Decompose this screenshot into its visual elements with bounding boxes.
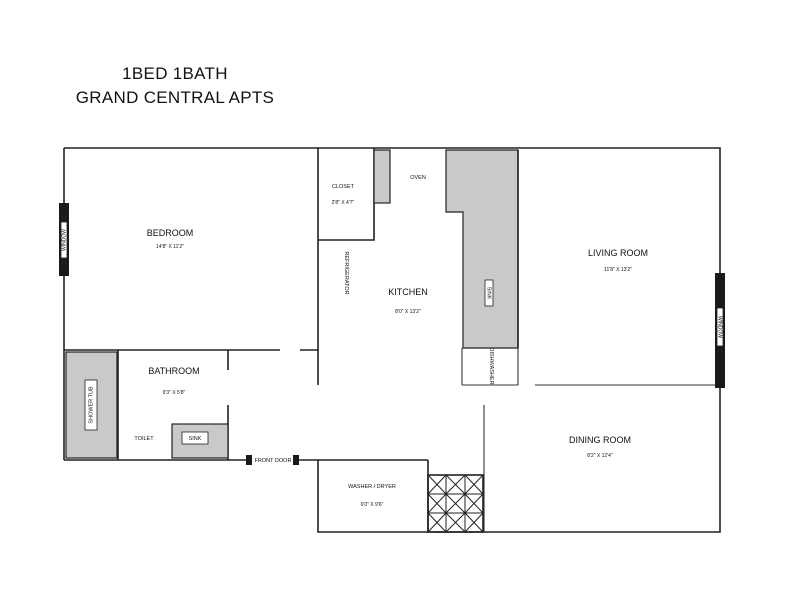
kitchen-sink-label-box [484, 279, 494, 307]
title-line-1: 1BED 1BATH [122, 64, 228, 83]
oven-label: OVEN [410, 175, 426, 181]
front-door-post-left [246, 455, 252, 465]
front-door-label: FRONT DOOR [255, 458, 292, 464]
washer-dryer-dim: 6'0" X 9'6" [361, 502, 384, 508]
living-room-label: LIVING ROOM [588, 248, 648, 258]
bath-sink-label-box [181, 431, 209, 445]
closet-wall [318, 148, 375, 241]
bedroom-dim: 14'8" X 11'2" [156, 244, 184, 250]
closet-dim: 2'8" X 4'7" [332, 200, 355, 206]
closet-shelf [373, 149, 391, 204]
bath-sink-label: SINK [189, 436, 202, 442]
title-line-2: GRAND CENTRAL APTS [75, 88, 275, 107]
kitchen-sink-label: SINK [486, 287, 492, 300]
bedroom-label: BEDROOM [147, 228, 194, 238]
outer-wall-top [64, 147, 721, 533]
dishwasher-label: DISHWASHER [488, 347, 494, 384]
kitchen-label: KITCHEN [388, 287, 428, 297]
toilet-label: TOILET [134, 436, 154, 442]
kitchen-counter [445, 149, 519, 349]
window-right-label-box [716, 307, 724, 347]
shower-tub-label: SHOWER TUB [88, 386, 94, 424]
bathroom-label: BATHROOM [148, 366, 199, 376]
washer-grid-lines [427, 474, 484, 533]
kitchen-dim: 8'0" X 13'2" [395, 309, 421, 315]
washer-dryer-label: WASHER / DRYER [348, 484, 396, 490]
washer-grid [427, 474, 484, 533]
bathroom-dim: 9'3" X 5'8" [163, 390, 186, 396]
window-left-label-box [60, 221, 68, 259]
window-right-label: WINDOW [717, 316, 723, 338]
refrigerator-label: REFRIGERATOR [343, 251, 349, 294]
front-door-post-right [293, 455, 299, 465]
living-room-dim: 11'8" X 13'2" [604, 267, 632, 273]
dining-room-dim: 8'2" X 12'4" [587, 453, 613, 459]
window-left-label: WINDOW [61, 229, 67, 251]
dining-room-label: DINING ROOM [569, 435, 631, 445]
closet-label: CLOSET [332, 184, 355, 190]
shower-label-box [84, 379, 98, 431]
